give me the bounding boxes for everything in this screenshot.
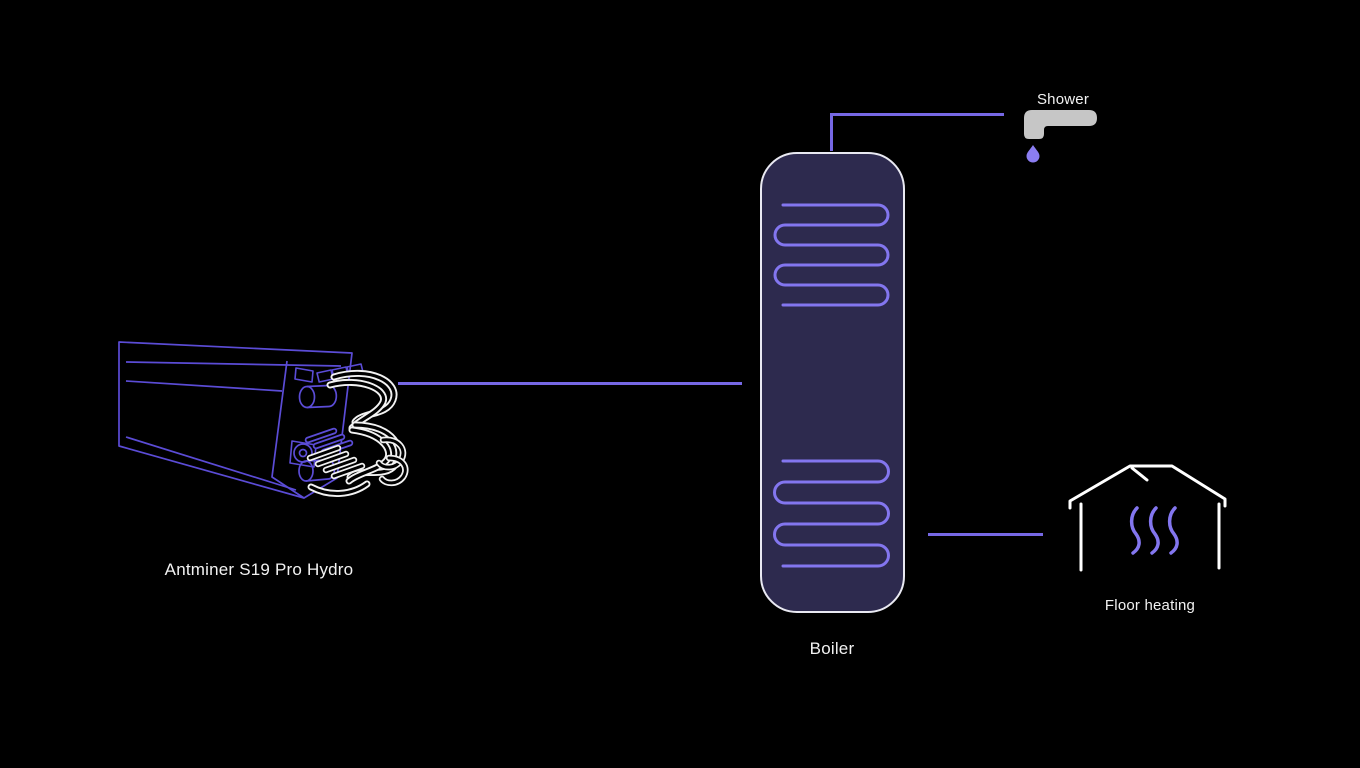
boiler-coil-bottom — [773, 459, 890, 568]
boiler-icon — [760, 152, 905, 613]
miner-tube-bundle — [304, 427, 366, 480]
floor-heating-label: Floor heating — [1104, 597, 1196, 614]
heat-waves-icon — [1129, 506, 1179, 555]
shower-label: Shower — [1036, 91, 1090, 108]
miner-hoses — [307, 369, 409, 497]
miner-label: Antminer S19 Pro Hydro — [164, 560, 354, 579]
water-drop-icon — [1026, 145, 1040, 163]
faucet-shape — [1024, 110, 1097, 139]
shower-icon — [1024, 110, 1097, 163]
boiler-coil-top — [773, 203, 890, 307]
pipe-boiler-to-shower — [830, 113, 1004, 151]
boiler-label: Boiler — [809, 639, 855, 658]
antminer-icon — [118, 341, 409, 499]
floor-heating-icon — [1068, 464, 1227, 572]
